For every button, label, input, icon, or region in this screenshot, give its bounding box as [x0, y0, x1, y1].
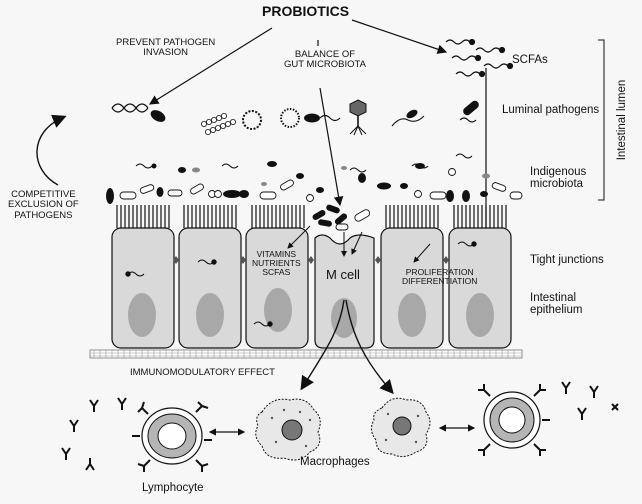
- immune-cells: [61, 381, 619, 472]
- label-vitamins: VITAMINS NUTRIENTS SCFAS: [252, 249, 301, 278]
- indigenous-line-1: Indigenous: [530, 166, 587, 178]
- proliferation-line-1: PROLIFERATION: [405, 267, 474, 277]
- label-intestinal-lumen: Intestinal lumen: [616, 79, 628, 161]
- vitamins-line-3: SCFAS: [262, 267, 291, 278]
- arrow-balance: [319, 87, 344, 207]
- label-competitive: COMPETITIVE EXCLUSION OF PATHOGENS: [8, 189, 79, 221]
- arrow-prevent: [148, 27, 273, 105]
- prevent-line-2: INVASION: [143, 47, 188, 59]
- label-tight-junctions: Tight junctions: [530, 254, 604, 266]
- competitive-arrow: [36, 114, 67, 186]
- luminal-pathogens-icon: [111, 99, 479, 136]
- arrow-scfas: [351, 19, 448, 54]
- label-luminal-pathogens: Luminal pathogens: [502, 104, 600, 116]
- label-scfas: SCFAs: [512, 54, 548, 66]
- arrow-mcell-left: [300, 299, 345, 391]
- m-cell: [314, 234, 375, 349]
- proliferation-line-2: DIFFERENTIATION: [402, 276, 478, 287]
- label-m-cell: M cell: [326, 267, 360, 282]
- label-macrophages: Macrophages: [300, 456, 370, 468]
- macrophage-left: [255, 398, 321, 461]
- label-balance: BALANCE OF GUT MICROBIOTA: [284, 49, 366, 71]
- prevent-line-1: PREVENT PATHOGEN: [116, 37, 216, 48]
- balance-line-1: BALANCE OF: [294, 49, 356, 60]
- arrow-mcell-right: [345, 299, 394, 395]
- balance-line-2: GUT MICROBIOTA: [284, 59, 366, 71]
- label-proliferation: PROLIFERATION DIFFERENTIATION: [402, 267, 478, 287]
- label-prevent-invasion: PREVENT PATHOGEN INVASION: [116, 37, 216, 59]
- epithelium-line-2: epithelium: [530, 304, 583, 317]
- epithelial-cells: [111, 205, 512, 349]
- vitamins-line-2: NUTRIENTS: [252, 258, 301, 269]
- scfa-molecules-icon: [445, 38, 514, 78]
- basement-membrane: [89, 349, 523, 359]
- label-indigenous: Indigenous microbiota: [530, 166, 586, 191]
- antibody-icon: [61, 381, 619, 471]
- lumen-bracket: [598, 39, 605, 201]
- competitive-line-1: COMPETITIVE: [11, 189, 76, 200]
- vitamins-line-1: VITAMINS: [256, 249, 297, 259]
- label-immunomodulatory: IMMUNOMODULATORY EFFECT: [130, 367, 275, 378]
- lymphocyte-right: [478, 384, 550, 456]
- macrophage-right: [370, 397, 431, 458]
- lymphocyte-left: [132, 401, 212, 472]
- diagram-title: PROBIOTICS: [262, 3, 350, 19]
- indigenous-line-2: microbiota: [530, 178, 584, 191]
- label-epithelium: Intestinal epithelium: [530, 292, 582, 317]
- competitive-line-3: PATHOGENS: [14, 209, 73, 221]
- indigenous-microbiota-icon: [106, 153, 523, 231]
- competitive-line-2: EXCLUSION OF: [8, 199, 79, 211]
- label-lymphocyte: Lymphocyte: [142, 482, 204, 494]
- epithelium-line-1: Intestinal: [530, 292, 577, 304]
